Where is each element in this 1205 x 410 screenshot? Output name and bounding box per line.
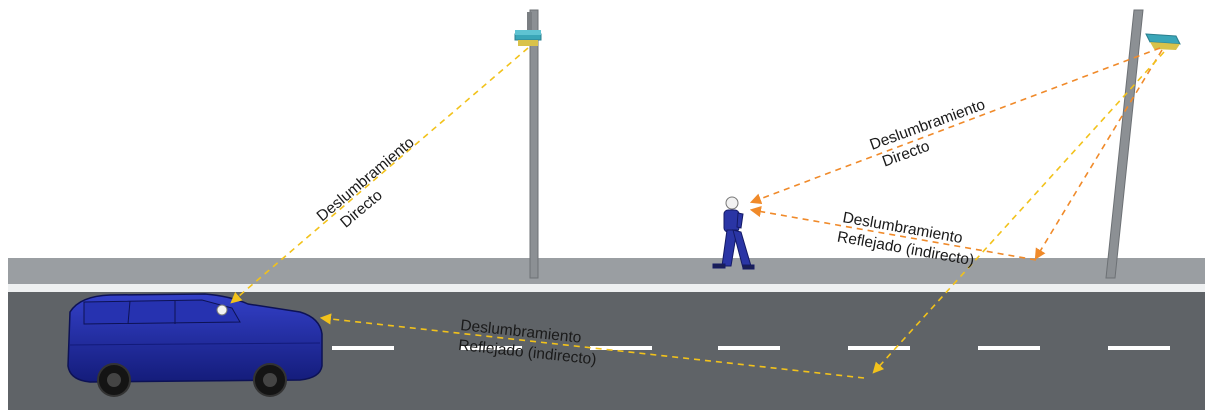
sky-background [0, 0, 1205, 258]
driver-eye [216, 304, 228, 316]
glare-rays [230, 47, 1165, 379]
lane-dash [848, 346, 910, 350]
luminaire-right [1145, 33, 1181, 50]
curb [8, 284, 1205, 292]
pedestrian [712, 196, 755, 270]
lane-dash [978, 346, 1040, 350]
ray-reflected-sidewalk [749, 206, 1037, 261]
ray-direct-right [749, 47, 1161, 205]
pedestrian-head [725, 196, 739, 210]
lane-dash [460, 346, 522, 350]
lane-dash [590, 346, 652, 350]
street-light-left [514, 9, 542, 279]
luminaire-left [514, 30, 542, 46]
lane-dash [718, 346, 780, 350]
pole-right [1105, 9, 1144, 279]
ray-reflected-road [319, 313, 865, 379]
pole-left [529, 9, 539, 279]
ray-to-road [872, 51, 1165, 374]
car-windows [83, 299, 241, 325]
car [67, 293, 323, 397]
lane-dash [1108, 346, 1170, 350]
lane-markings [332, 346, 1170, 350]
left-border [0, 258, 8, 410]
street-light-right [1105, 9, 1181, 279]
lane-dash [332, 346, 394, 350]
sidewalk [8, 258, 1205, 284]
ray-to-sidewalk [1034, 49, 1163, 260]
